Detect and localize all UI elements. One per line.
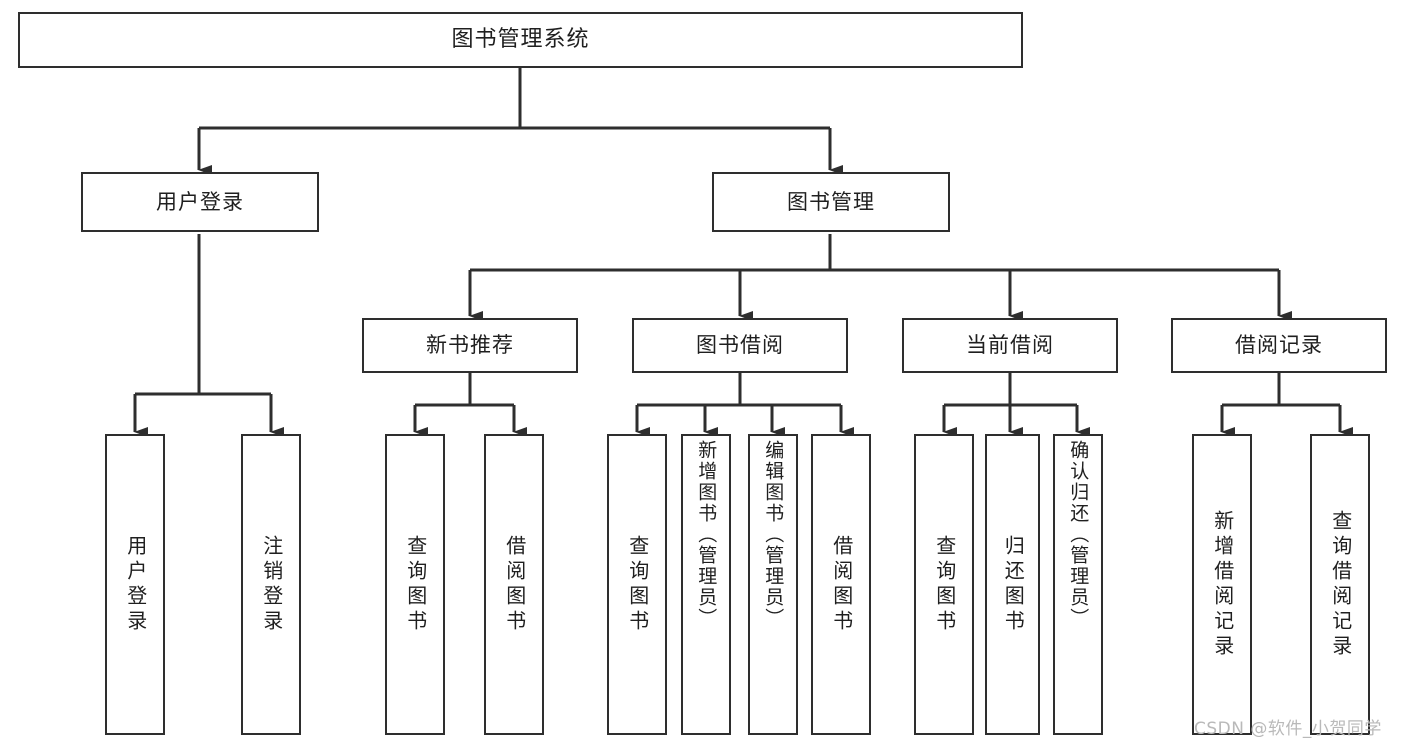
leaf-query-book-current[interactable]: 查询图书 [914,434,974,735]
leaf-query-book-recommend[interactable]: 查询图书 [385,434,445,735]
node-current-borrow[interactable]: 当前借阅 [902,318,1118,373]
node-borrow-record[interactable]: 借阅记录 [1171,318,1387,373]
leaf-logout-login[interactable]: 注销登录 [241,434,301,735]
leaf-query-book-borrow[interactable]: 查询图书 [607,434,667,735]
node-new-book-recommend[interactable]: 新书推荐 [362,318,578,373]
leaf-confirm-return-admin[interactable]: 确认归还（管理员） [1053,434,1103,735]
leaf-edit-book-admin[interactable]: 编辑图书（管理员） [748,434,798,735]
leaf-add-book-admin[interactable]: 新增图书（管理员） [681,434,731,735]
node-user-login[interactable]: 用户登录 [81,172,319,232]
leaf-add-borrow-record[interactable]: 新增借阅记录 [1192,434,1252,735]
node-book-borrow[interactable]: 图书借阅 [632,318,848,373]
csdn-watermark: CSDN @软件_小贺同学 [1194,719,1382,739]
leaf-borrow-book[interactable]: 借阅图书 [811,434,871,735]
leaf-user-login[interactable]: 用户登录 [105,434,165,735]
node-book-management[interactable]: 图书管理 [712,172,950,232]
leaf-query-borrow-record[interactable]: 查询借阅记录 [1310,434,1370,735]
leaf-return-book[interactable]: 归还图书 [985,434,1040,735]
leaf-borrow-book-recommend[interactable]: 借阅图书 [484,434,544,735]
node-root-book-management-system[interactable]: 图书管理系统 [18,12,1023,68]
